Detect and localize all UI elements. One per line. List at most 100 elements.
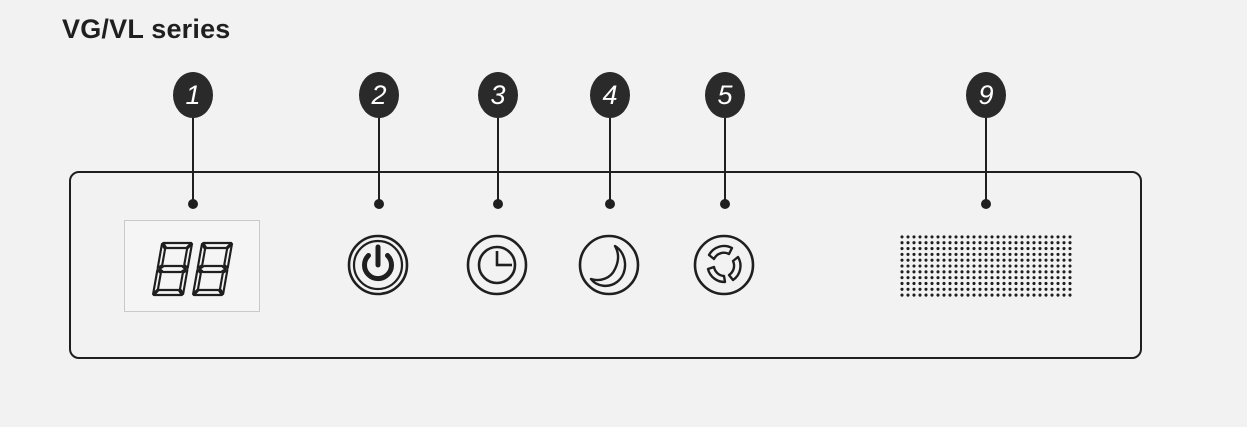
- grille-dot: [1062, 252, 1066, 256]
- timer-button[interactable]: [465, 233, 529, 297]
- grille-dot: [990, 246, 994, 251]
- grille-dot: [912, 281, 916, 286]
- seven-segment-88: [152, 241, 234, 297]
- grille-dot: [1014, 281, 1018, 286]
- grille-dot: [960, 258, 964, 262]
- grille-dot: [936, 258, 940, 262]
- grille-dot: [1020, 235, 1024, 239]
- grille-dot: [960, 235, 964, 239]
- leader-line-1: [192, 118, 194, 204]
- grille-dot: [1056, 281, 1060, 286]
- grille-dot: [906, 287, 910, 291]
- leader-line-4: [609, 118, 611, 204]
- grille-dot: [1008, 235, 1012, 239]
- grille-dot: [1056, 241, 1060, 245]
- grille-dot: [912, 293, 916, 297]
- grille-dot: [1002, 252, 1006, 256]
- grille-dot: [1032, 287, 1036, 291]
- leader-dot-3: [493, 199, 503, 209]
- grille-dot: [972, 258, 976, 262]
- grille-dot: [960, 287, 964, 291]
- grille-dot: [918, 252, 922, 256]
- segment-digit-2: [192, 241, 234, 297]
- grille-dot: [1068, 241, 1072, 245]
- grille-dot: [984, 281, 988, 286]
- grille-dot: [1008, 241, 1012, 245]
- grille-dot: [924, 241, 928, 245]
- grille-dot: [1062, 270, 1066, 274]
- grille-dot: [1002, 293, 1006, 297]
- grille-dot: [930, 281, 934, 286]
- grille-dot: [1008, 252, 1012, 256]
- leader-line-3: [497, 118, 499, 204]
- grille-dot: [1026, 281, 1030, 286]
- grille-dot: [906, 235, 910, 239]
- grille-dot: [1038, 270, 1042, 274]
- grille-dot: [966, 270, 970, 274]
- grille-dot: [1068, 235, 1072, 239]
- grille-dot: [1026, 235, 1030, 239]
- grille-dot: [924, 246, 928, 251]
- grille-dot: [900, 264, 904, 268]
- grille-dot: [906, 270, 910, 274]
- grille-dot: [990, 252, 994, 256]
- grille-dot: [918, 293, 922, 297]
- grille-dot: [954, 293, 958, 297]
- grille-dot: [942, 235, 946, 239]
- grille-dot: [990, 276, 994, 280]
- grille-dot: [960, 276, 964, 280]
- grille-dot: [900, 276, 904, 280]
- grille-dot: [900, 252, 904, 256]
- grille-dot: [1062, 258, 1066, 262]
- grille-dot: [966, 241, 970, 245]
- grille-dot: [972, 270, 976, 274]
- grille-dot: [984, 293, 988, 297]
- grille-dot: [1014, 241, 1018, 245]
- grille-dot: [918, 276, 922, 280]
- grille-dot: [924, 281, 928, 286]
- grille-dot: [930, 270, 934, 274]
- sleep-button[interactable]: [577, 233, 641, 297]
- grille-dot: [978, 258, 982, 262]
- grille-dot: [1044, 252, 1048, 256]
- grille-dot: [1044, 276, 1048, 280]
- grille-dot: [1002, 241, 1006, 245]
- grille-dot: [930, 276, 934, 280]
- grille-dot: [942, 264, 946, 268]
- grille-dot: [1020, 252, 1024, 256]
- grille-dot: [954, 281, 958, 286]
- grille-dot: [996, 235, 1000, 239]
- grille-dot: [1032, 264, 1036, 268]
- grille-dot: [942, 287, 946, 291]
- power-button[interactable]: [346, 233, 410, 297]
- grille-dot: [1014, 235, 1018, 239]
- grille-dot: [1044, 246, 1048, 251]
- grille-dot: [936, 293, 940, 297]
- grille-dot: [954, 246, 958, 251]
- grille-dot: [1062, 276, 1066, 280]
- grille-dot: [948, 258, 952, 262]
- grille-dot: [948, 281, 952, 286]
- grille-dot: [960, 264, 964, 268]
- grille-dot: [942, 252, 946, 256]
- grille-dot: [1032, 293, 1036, 297]
- grille-dot: [984, 264, 988, 268]
- grille-dot: [936, 270, 940, 274]
- grille-dot: [1038, 252, 1042, 256]
- grille-dot: [966, 258, 970, 262]
- grille-dot: [996, 270, 1000, 274]
- grille-dot: [978, 252, 982, 256]
- fan-mode-button[interactable]: [692, 233, 756, 297]
- grille-dot: [954, 258, 958, 262]
- grille-dot: [1020, 264, 1024, 268]
- grille-dot: [996, 264, 1000, 268]
- grille-dot: [1008, 276, 1012, 280]
- leader-dot-1: [188, 199, 198, 209]
- segment-digit-1: [152, 241, 194, 297]
- grille-dot: [918, 235, 922, 239]
- grille-dot: [1068, 252, 1072, 256]
- grille-dot: [1038, 258, 1042, 262]
- grille-dot: [1032, 246, 1036, 251]
- grille-dot: [1008, 270, 1012, 274]
- callout-badge: [705, 72, 745, 118]
